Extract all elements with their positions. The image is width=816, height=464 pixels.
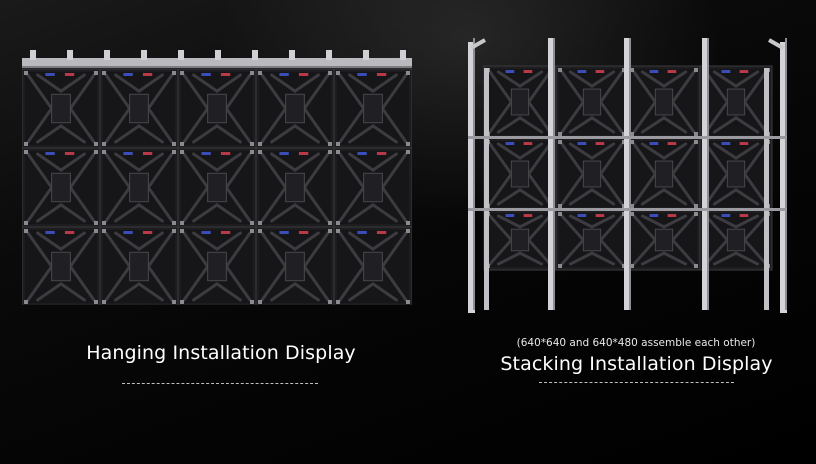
led-cabinet — [177, 226, 257, 305]
led-cabinet — [255, 226, 335, 305]
led-cabinet — [99, 147, 179, 228]
stacking-display-photo — [462, 38, 792, 313]
led-cabinet — [177, 147, 257, 228]
led-cabinet — [333, 226, 412, 305]
led-cabinet — [699, 65, 773, 139]
led-cabinet — [255, 147, 335, 228]
support-frame — [624, 38, 631, 310]
led-cabinet — [627, 137, 701, 211]
hanging-installation-caption: Hanging Installation Display — [86, 342, 356, 364]
led-cabinet — [699, 209, 773, 271]
hanging-bar — [22, 50, 412, 68]
led-cabinet — [177, 68, 257, 149]
led-cabinet — [22, 68, 101, 149]
led-cabinet — [99, 68, 179, 149]
led-cabinet — [699, 137, 773, 211]
led-cabinet — [483, 137, 557, 211]
led-cabinet — [483, 209, 557, 271]
led-cabinet — [483, 65, 557, 139]
led-cabinet — [255, 68, 335, 149]
support-frame — [468, 38, 489, 313]
hanging-caption-divider — [122, 383, 318, 384]
led-cabinet — [99, 226, 179, 305]
support-frame — [764, 38, 787, 313]
led-cabinet — [555, 65, 629, 139]
led-cabinet — [627, 209, 701, 271]
led-cabinet — [555, 137, 629, 211]
support-frame — [702, 38, 709, 310]
support-frame — [548, 38, 555, 310]
stacking-caption-divider — [539, 382, 734, 383]
led-cabinet — [333, 68, 412, 149]
frame-crossbar — [468, 136, 787, 139]
led-cabinet — [22, 147, 101, 228]
frame-crossbar — [468, 208, 787, 211]
hanging-display-photo — [22, 50, 412, 305]
stacking-installation-caption: Stacking Installation Display — [500, 353, 773, 375]
stacking-installation-note: (640*640 and 640*480 assemble each other… — [516, 337, 756, 349]
led-cabinet — [333, 147, 412, 228]
led-cabinet — [555, 209, 629, 271]
led-cabinet — [627, 65, 701, 139]
led-cabinet — [22, 226, 101, 305]
